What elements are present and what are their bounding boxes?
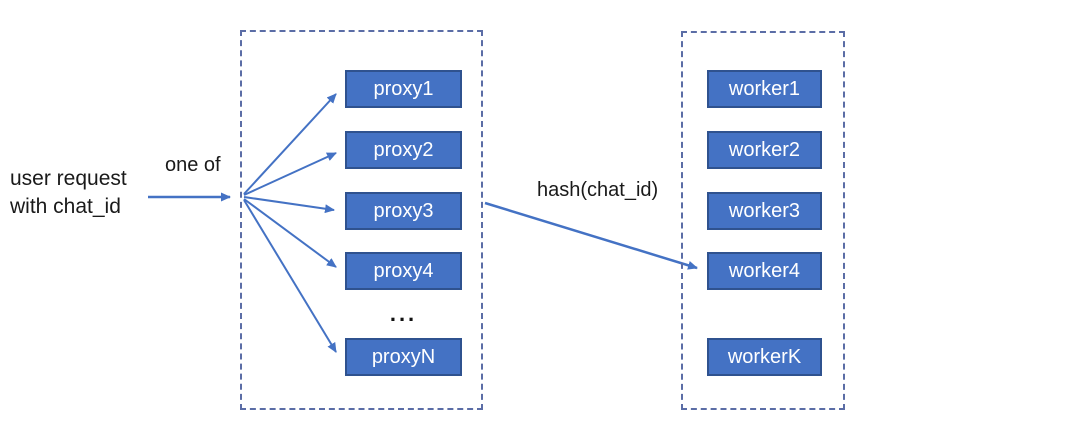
proxyN-node: proxyN <box>345 338 462 376</box>
proxy3-node: proxy3 <box>345 192 462 230</box>
user-request-line2: with chat_id <box>10 195 121 218</box>
worker3-node: worker3 <box>707 192 822 230</box>
worker4-node: worker4 <box>707 252 822 290</box>
proxy4-node: proxy4 <box>345 252 462 290</box>
worker2-node: worker2 <box>707 131 822 169</box>
one-of-label: one of <box>165 154 221 176</box>
workerK-node: workerK <box>707 338 822 376</box>
proxy-group-container <box>240 30 483 410</box>
proxy-ellipsis: ... <box>389 301 418 326</box>
user-request-label: user request with chat_id <box>10 165 127 221</box>
proxy2-node: proxy2 <box>345 131 462 169</box>
hash-arrow <box>484 201 698 270</box>
user-request-line1: user request <box>10 167 127 190</box>
proxy1-node: proxy1 <box>345 70 462 108</box>
worker1-node: worker1 <box>707 70 822 108</box>
hash-chat-id-label: hash(chat_id) <box>537 179 659 201</box>
worker-group-container <box>681 31 845 410</box>
